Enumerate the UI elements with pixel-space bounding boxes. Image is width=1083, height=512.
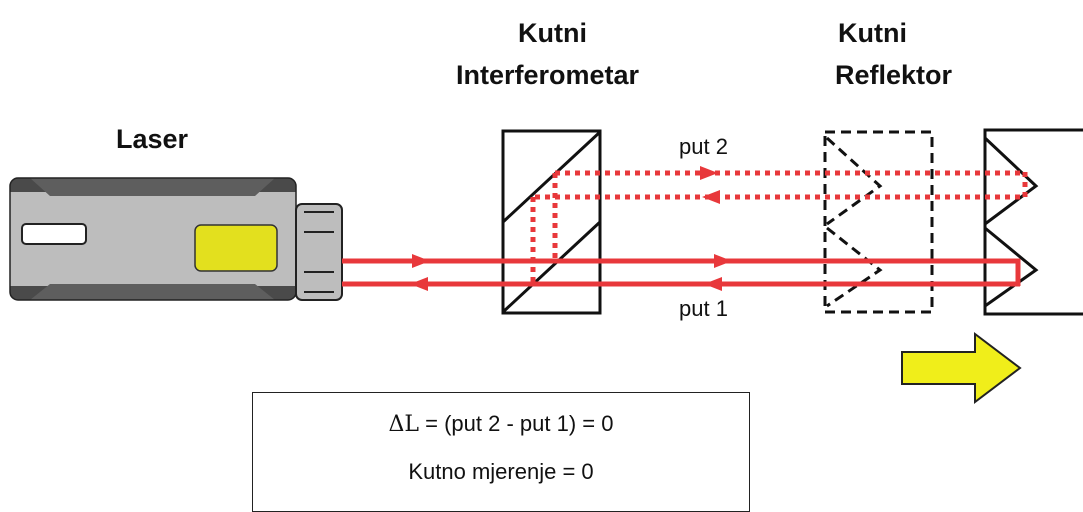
- beam-arrow-icon: [410, 277, 428, 291]
- beam-arrow-icon: [702, 190, 720, 204]
- angular-interferometer-icon: [501, 129, 602, 315]
- diagram-canvas: [9, 128, 1083, 405]
- laser-device-icon: [9, 177, 343, 301]
- beam-arrow-icon: [700, 166, 718, 180]
- interferometer-label-line2: Interferometar: [456, 60, 640, 90]
- equation-box: ΔL = (put 2 - put 1) = 0 Kutno mjerenje …: [252, 392, 750, 512]
- angular-measurement-result: Kutno mjerenje = 0: [408, 459, 594, 484]
- movement-arrow-icon: [901, 331, 1022, 405]
- delta-equation: ΔL = (put 2 - put 1) = 0: [253, 411, 749, 437]
- path2-beam: [530, 170, 1028, 284]
- path2-label: put 2: [679, 134, 728, 159]
- beam-arrow-icon: [714, 254, 732, 268]
- laser-label: Laser: [116, 124, 189, 154]
- path1-label: put 1: [679, 296, 728, 321]
- delta-symbol: ΔL: [388, 412, 420, 437]
- delta-expression: = (put 2 - put 1) = 0: [419, 411, 614, 436]
- beam-arrow-icon: [704, 277, 722, 291]
- moving-reflector: [983, 128, 1083, 316]
- angular-reflector-icon: [823, 130, 934, 314]
- reflector-label-line1: Kutni: [838, 18, 907, 48]
- interferometer-label-line1: Kutni: [518, 18, 587, 48]
- path1-beam: [342, 254, 1021, 291]
- reflector-label-line2: Reflektor: [835, 60, 953, 90]
- beam-arrow-icon: [412, 254, 430, 268]
